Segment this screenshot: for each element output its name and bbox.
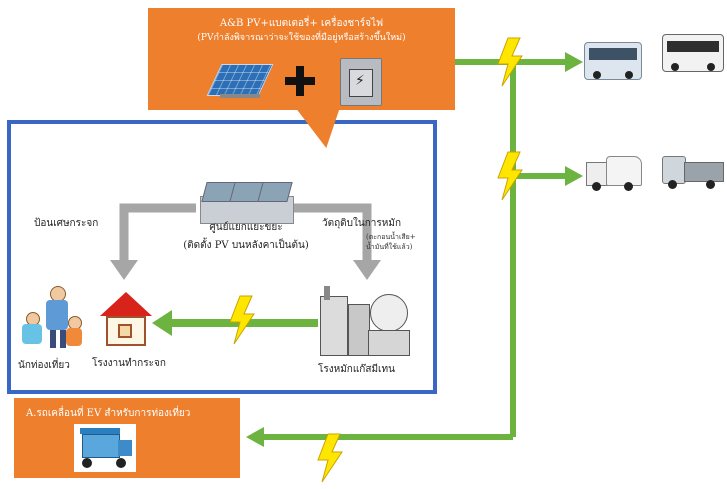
lightning-bolt-icon bbox=[229, 37, 523, 483]
ev-tuk-tuk-icon bbox=[74, 424, 136, 472]
top-callout-line1: A&B PV+แบตเตอรี่+ เครื่องชาร์จไฟ bbox=[219, 18, 384, 29]
tourists-label: นักท่องเที่ยว bbox=[18, 360, 70, 371]
glass-factory-house-icon bbox=[100, 292, 152, 348]
top-callout: A&B PV+แบตเตอรี่+ เครื่องชาร์จไฟ (PVกำลั… bbox=[148, 8, 455, 110]
glass-feed-label: ป้อนเศษกระจก bbox=[34, 218, 99, 229]
fermentation-material-sublabel-1: (ตะกอนน้ำเสีย+ bbox=[366, 233, 416, 241]
bus-icon bbox=[584, 42, 642, 80]
sorting-center-label: ศูนย์แยกแยะขยะ bbox=[209, 222, 283, 233]
arrowhead-to-glass-factory-gray bbox=[110, 260, 138, 280]
arrowhead-to-glass-factory bbox=[152, 310, 172, 336]
charger-icon: ⚡ bbox=[340, 58, 382, 106]
solar-panel-icon bbox=[206, 58, 274, 102]
garbage-truck-icon bbox=[586, 152, 642, 192]
gray-flow-arrows bbox=[119, 203, 372, 262]
arrowhead-to-truck bbox=[565, 166, 583, 186]
glass-factory-label: โรงงานทำกระจก bbox=[92, 358, 166, 369]
tourists-family-icon bbox=[20, 286, 84, 352]
sorting-center-building-icon bbox=[200, 182, 294, 224]
bus-icon-2 bbox=[662, 34, 724, 72]
bottom-callout-label: A.รถเคลื่อนที่ EV สำหรับการท่องเที่ยว bbox=[26, 408, 191, 419]
methane-plant-label: โรงหมักแก๊สมีเทน bbox=[318, 364, 395, 375]
dump-truck-icon bbox=[662, 150, 724, 192]
plus-icon bbox=[285, 66, 315, 96]
top-callout-line2: (PVกำลังพิจารณาว่าจะใช้ของที่มือยู่หรือส… bbox=[197, 33, 406, 43]
system-boundary-frame bbox=[7, 120, 437, 394]
bottom-callout: A.รถเคลื่อนที่ EV สำหรับการท่องเที่ยว bbox=[14, 398, 240, 478]
fermentation-material-label: วัตถุดิบในการหมัก bbox=[322, 218, 402, 229]
arrowhead-to-bus bbox=[565, 52, 583, 72]
sorting-center-sublabel: (ติดตั้ง PV บนหลังคาเป็นต้น) bbox=[183, 240, 309, 251]
arrowhead-to-ev bbox=[246, 427, 264, 447]
arrowhead-to-methane-plant-gray bbox=[353, 260, 381, 280]
methane-plant-icon bbox=[316, 286, 410, 358]
fermentation-material-sublabel-2: น้ำมันที่ใช้แล้ว) bbox=[366, 243, 413, 251]
top-callout-tail bbox=[295, 108, 349, 148]
